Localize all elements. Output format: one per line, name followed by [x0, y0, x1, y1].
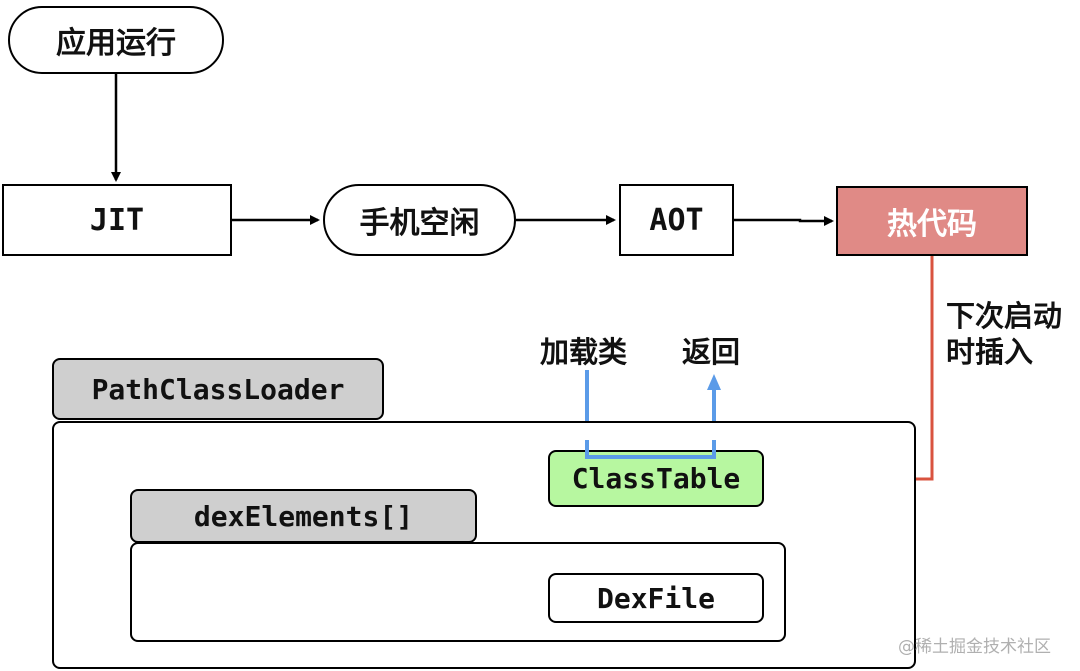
load-class-annotation: 加载类	[540, 335, 628, 369]
aot-node: AOT	[619, 184, 734, 256]
phone-idle-label: 手机空闲	[359, 206, 480, 241]
dex-file-node: DexFile	[548, 573, 764, 623]
next-start-line-1: 下次启动	[946, 299, 1063, 333]
hot-code-node: 热代码	[836, 186, 1028, 256]
class-table-label: ClassTable	[571, 462, 741, 495]
phone-idle-node: 手机空闲	[323, 184, 516, 256]
app-run-label: 应用运行	[56, 26, 176, 61]
dex-file-label: DexFile	[596, 581, 715, 615]
aot-label: AOT	[649, 202, 704, 238]
class-table-node: ClassTable	[548, 450, 764, 507]
path-class-loader-label: PathClassLoader	[91, 372, 345, 406]
dex-elements-header: dexElements[]	[130, 489, 477, 543]
jit-label: JIT	[89, 202, 145, 238]
arrow-load-return-overlay	[585, 440, 716, 459]
arrow-aot-to-hot	[734, 216, 834, 226]
hot-code-label: 热代码	[887, 207, 977, 242]
next-start-annotation: 下次启动 时插入	[946, 298, 1062, 371]
watermark: @稀土掘金技术社区	[898, 637, 1051, 657]
dex-elements-label: dexElements[]	[193, 499, 414, 533]
next-start-line-2: 时插入	[946, 335, 1034, 370]
app-run-node: 应用运行	[8, 6, 224, 74]
jit-node: JIT	[2, 184, 232, 256]
return-annotation: 返回	[682, 335, 741, 369]
path-class-loader-header: PathClassLoader	[52, 358, 384, 420]
